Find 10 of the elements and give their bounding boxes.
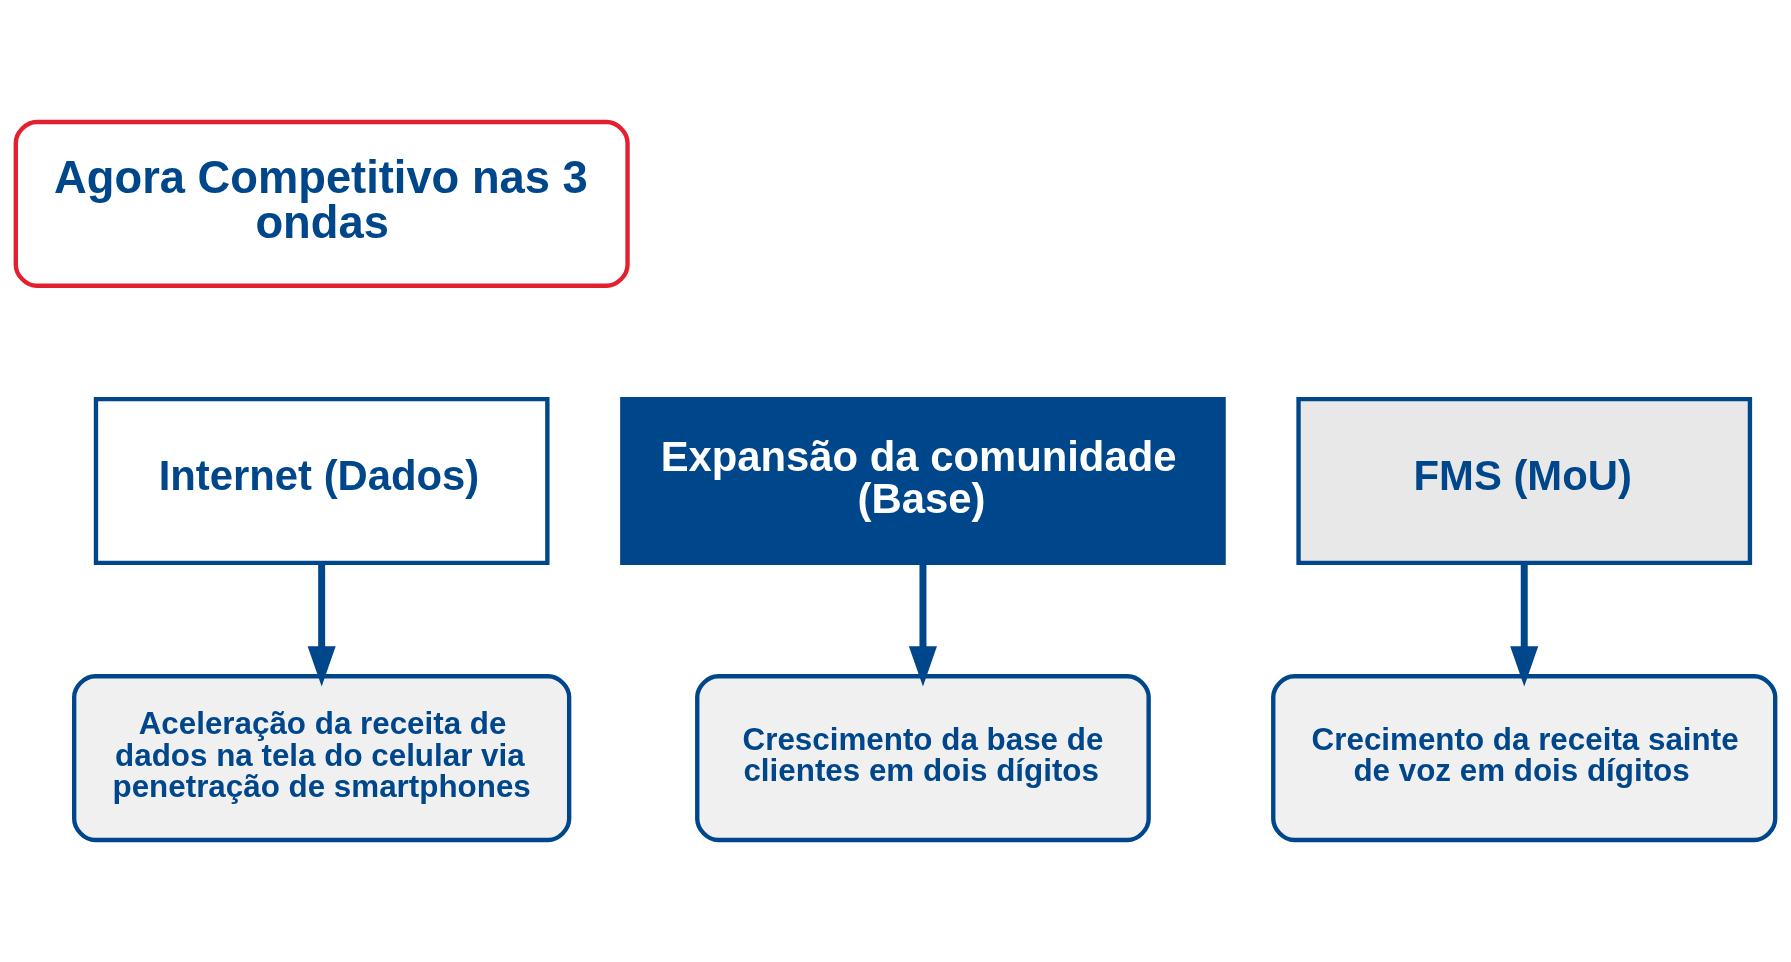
arrow: [307, 563, 336, 687]
node-box: Aceleração da receita de dados na tela do celular via penetração de smartphones: [72, 674, 572, 843]
node-box: Agora Competitivo nas 3 ondas: [13, 119, 630, 288]
node-box: Expansão da comunidade (Base): [620, 396, 1226, 566]
node-box: Crecimento da receita sainte de voz em dois dígitos: [1271, 674, 1778, 843]
node-box: FMS (MoU): [1296, 396, 1753, 566]
arrow: [908, 563, 937, 687]
node-box: Internet (Dados): [93, 396, 550, 566]
node-box: Crescimento da base de clientes em dois dígitos: [695, 674, 1151, 843]
arrow: [1510, 563, 1539, 687]
